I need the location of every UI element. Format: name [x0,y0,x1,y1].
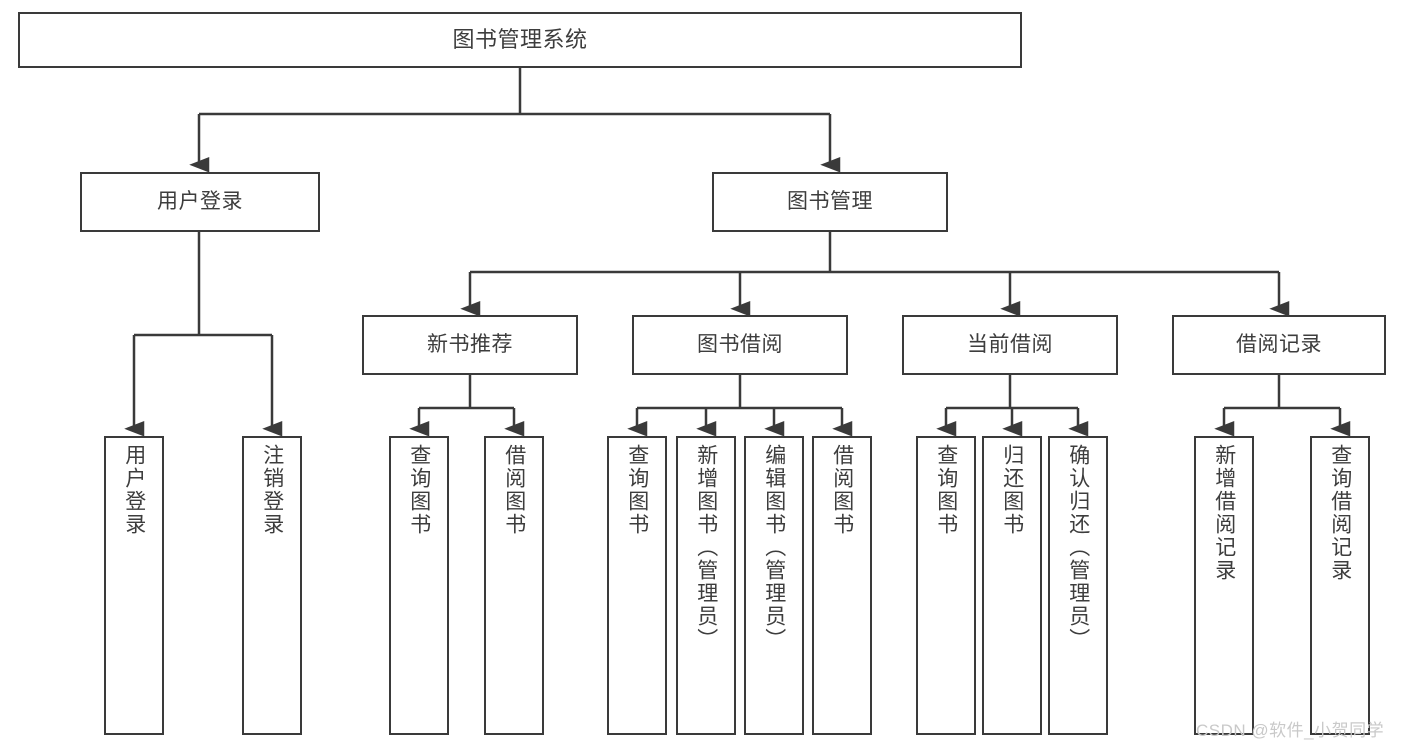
node-leaf-user-login-label: 用户登录 [122,444,146,536]
node-book-manage-label: 图书管理 [787,189,873,213]
node-root[interactable]: 图书管理系统 [18,12,1022,68]
node-leaf-add-book[interactable]: 新增图书（管理员） [676,436,736,735]
node-leaf-borrow-book-1-label: 借阅图书 [502,444,526,536]
node-leaf-edit-book-label: 编辑图书（管理员） [762,444,786,651]
node-leaf-confirm-return-label: 确认归还（管理员） [1066,444,1090,651]
node-new-book-rec[interactable]: 新书推荐 [362,315,578,375]
node-leaf-add-record[interactable]: 新增借阅记录 [1194,436,1254,735]
node-leaf-borrow-book-2-label: 借阅图书 [830,444,854,536]
node-leaf-logout[interactable]: 注销登录 [242,436,302,735]
node-leaf-return-book-label: 归还图书 [1000,444,1024,536]
node-leaf-query-record[interactable]: 查询借阅记录 [1310,436,1370,735]
node-leaf-query-book-2[interactable]: 查询图书 [607,436,667,735]
node-borrow-record-label: 借阅记录 [1236,332,1322,356]
node-leaf-add-record-label: 新增借阅记录 [1212,444,1236,582]
node-leaf-borrow-book-2[interactable]: 借阅图书 [812,436,872,735]
node-leaf-query-book-1-label: 查询图书 [407,444,431,536]
node-leaf-query-book-1[interactable]: 查询图书 [389,436,449,735]
node-new-book-rec-label: 新书推荐 [427,332,513,356]
node-leaf-user-login[interactable]: 用户登录 [104,436,164,735]
node-user-login[interactable]: 用户登录 [80,172,320,232]
node-leaf-query-book-3[interactable]: 查询图书 [916,436,976,735]
node-user-login-label: 用户登录 [157,189,243,213]
node-current-borrow-label: 当前借阅 [967,332,1053,356]
node-borrow-record[interactable]: 借阅记录 [1172,315,1386,375]
node-book-manage[interactable]: 图书管理 [712,172,948,232]
node-leaf-confirm-return[interactable]: 确认归还（管理员） [1048,436,1108,735]
node-current-borrow[interactable]: 当前借阅 [902,315,1118,375]
node-leaf-query-book-2-label: 查询图书 [625,444,649,536]
node-root-label: 图书管理系统 [452,27,588,53]
node-leaf-borrow-book-1[interactable]: 借阅图书 [484,436,544,735]
node-leaf-logout-label: 注销登录 [260,444,284,536]
node-leaf-query-book-3-label: 查询图书 [934,444,958,536]
node-book-borrow-label: 图书借阅 [697,332,783,356]
node-book-borrow[interactable]: 图书借阅 [632,315,848,375]
node-leaf-edit-book[interactable]: 编辑图书（管理员） [744,436,804,735]
node-leaf-return-book[interactable]: 归还图书 [982,436,1042,735]
node-leaf-query-record-label: 查询借阅记录 [1328,444,1352,582]
node-leaf-add-book-label: 新增图书（管理员） [694,444,718,651]
